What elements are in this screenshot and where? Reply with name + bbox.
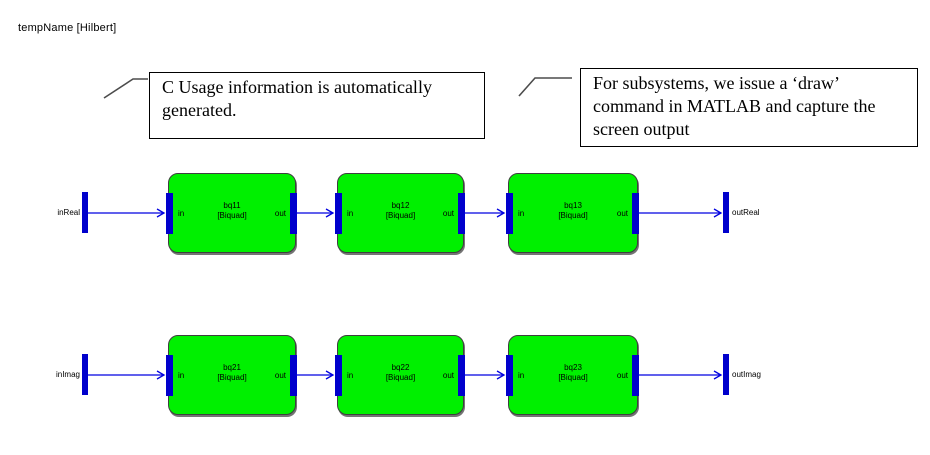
outport-bar <box>723 192 729 233</box>
signal-arrow <box>638 370 723 380</box>
inport-label-inimag: inImag <box>55 370 80 379</box>
block-in-label: in <box>347 208 354 218</box>
signal-arrow <box>88 208 166 218</box>
subsystem-block-bq11[interactable]: in out bq11 [Biquad] <box>166 173 297 253</box>
block-type: [Biquad] <box>217 373 247 382</box>
outport-label-outreal: outReal <box>732 208 760 217</box>
block-name: bq21 <box>223 363 241 372</box>
block-input-port-bar <box>506 193 513 234</box>
subsystem-block-bq22[interactable]: in out bq22 [Biquad] <box>335 335 465 415</box>
block-out-label: out <box>274 370 286 380</box>
signal-arrow <box>638 208 723 218</box>
subsystem-block-bq12[interactable]: in out bq12 [Biquad] <box>335 173 465 253</box>
signal-arrow <box>296 370 335 380</box>
callout-note-usage: C Usage information is automatically gen… <box>149 72 485 139</box>
signal-arrow <box>464 370 506 380</box>
block-type: [Biquad] <box>558 373 588 382</box>
signal-arrow <box>296 208 335 218</box>
callout-text: C Usage information is automatically gen… <box>162 77 432 120</box>
block-output-port-bar <box>290 355 297 396</box>
block-input-port-bar <box>166 355 173 396</box>
block-output-port-bar <box>458 193 465 234</box>
signal-arrow <box>88 370 166 380</box>
block-output-port-bar <box>458 355 465 396</box>
outport-label-outimag: outImag <box>732 370 761 379</box>
block-in-label: in <box>178 370 185 380</box>
block-out-label: out <box>274 208 286 218</box>
block-out-label: out <box>442 208 454 218</box>
block-input-port-bar <box>166 193 173 234</box>
block-in-label: in <box>178 208 185 218</box>
block-name: bq12 <box>391 201 410 210</box>
block-type: [Biquad] <box>217 211 247 220</box>
block-out-label: out <box>442 370 454 380</box>
block-in-label: in <box>518 370 525 380</box>
block-input-port-bar <box>335 355 342 396</box>
block-output-port-bar <box>632 355 639 396</box>
block-name: bq23 <box>564 363 582 372</box>
block-out-label: out <box>616 208 628 218</box>
block-type: [Biquad] <box>385 373 416 382</box>
block-input-port-bar <box>506 355 513 396</box>
block-name: bq22 <box>391 363 410 372</box>
inport-bar <box>82 354 88 395</box>
inport-bar <box>82 192 88 233</box>
callout-leader-icon <box>103 78 148 99</box>
block-in-label: in <box>347 370 354 380</box>
block-in-label: in <box>518 208 525 218</box>
block-type: [Biquad] <box>558 211 588 220</box>
inport-label-inreal: inReal <box>57 208 80 217</box>
block-output-port-bar <box>290 193 297 234</box>
callout-leader-icon <box>518 77 572 97</box>
subsystem-block-bq21[interactable]: in out bq21 [Biquad] <box>166 335 297 415</box>
block-name: bq13 <box>564 201 582 210</box>
outport-bar <box>723 354 729 395</box>
callout-note-draw-command: For subsystems, we issue a ‘draw’ comman… <box>580 68 918 147</box>
subsystem-block-bq13[interactable]: in out bq13 [Biquad] <box>506 173 639 253</box>
model-title: tempName [Hilbert] <box>18 22 117 34</box>
callout-text: For subsystems, we issue a ‘draw’ comman… <box>593 73 876 139</box>
block-name: bq11 <box>223 201 241 210</box>
block-output-port-bar <box>632 193 639 234</box>
block-input-port-bar <box>335 193 342 234</box>
signal-arrow <box>464 208 506 218</box>
subsystem-block-bq23[interactable]: in out bq23 [Biquad] <box>506 335 639 415</box>
block-out-label: out <box>616 370 628 380</box>
block-type: [Biquad] <box>385 211 416 220</box>
